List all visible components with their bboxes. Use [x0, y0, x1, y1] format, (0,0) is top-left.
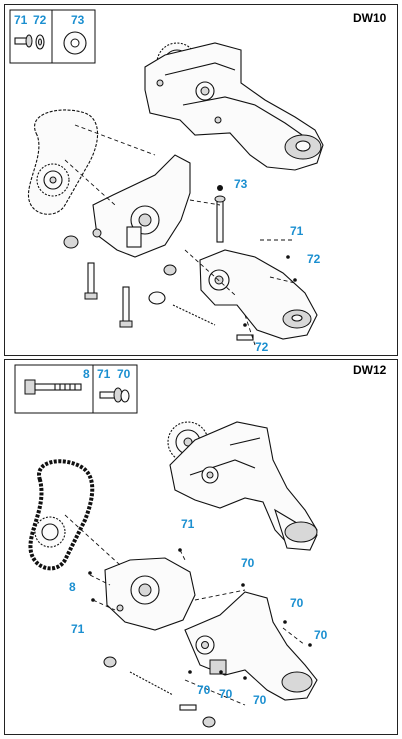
parts-legend: 8 71 70	[14, 364, 138, 414]
callout-label: 70	[219, 687, 233, 701]
assembled-oil-pump	[167, 421, 318, 551]
bolt-icon	[14, 34, 33, 48]
pump-body	[104, 557, 196, 631]
model-label: DW10	[353, 11, 387, 25]
callout-label: 72	[255, 340, 269, 354]
bolt-with-spacer-icon	[99, 387, 130, 403]
callout-markers	[88, 548, 312, 680]
oil-pickup-housing	[184, 591, 318, 701]
callout-label: 8	[69, 580, 76, 594]
dw12-panel: DW12 8 71 70	[4, 359, 398, 735]
legend-ref: 72	[33, 13, 47, 27]
pump-body	[92, 154, 191, 258]
callout-label: 71	[181, 517, 195, 531]
spacer-icon	[35, 34, 45, 50]
callout-label: 71	[71, 622, 85, 636]
legend-ref: 70	[117, 367, 131, 381]
washer-icon	[63, 31, 87, 55]
long-bolt-icon	[24, 379, 82, 395]
pump-fasteners	[103, 656, 216, 728]
callout-label: 70	[197, 683, 211, 697]
parts-legend: 71 72 73	[9, 9, 96, 64]
drive-chain	[28, 459, 95, 571]
callout-label: 70	[314, 628, 328, 642]
drive-chain	[27, 109, 99, 215]
callout-label: 73	[234, 177, 248, 191]
assembled-oil-pump	[144, 42, 324, 171]
callout-label: 71	[290, 224, 304, 238]
dw12-diagram: DW12 8 71 70	[14, 363, 387, 728]
legend-ref: 8	[83, 367, 90, 381]
callout-label: 70	[290, 596, 304, 610]
legend-ref: 73	[71, 13, 85, 27]
assembly-guide-lines	[64, 514, 306, 706]
legend-ref: 71	[14, 13, 28, 27]
legend-ref: 71	[97, 367, 111, 381]
model-label: DW12	[353, 363, 387, 377]
oil-pickup-housing	[199, 249, 318, 340]
callout-markers	[243, 255, 297, 327]
callout-label: 70	[253, 693, 267, 707]
callout-label: 72	[307, 252, 321, 266]
dw10-panel: DW10 71 72 73	[4, 4, 398, 356]
callout-label: 70	[241, 556, 255, 570]
pump-fasteners	[63, 185, 254, 341]
assembly-guide-lines	[64, 124, 296, 346]
dw10-diagram: DW10 71 72 73	[9, 9, 387, 354]
